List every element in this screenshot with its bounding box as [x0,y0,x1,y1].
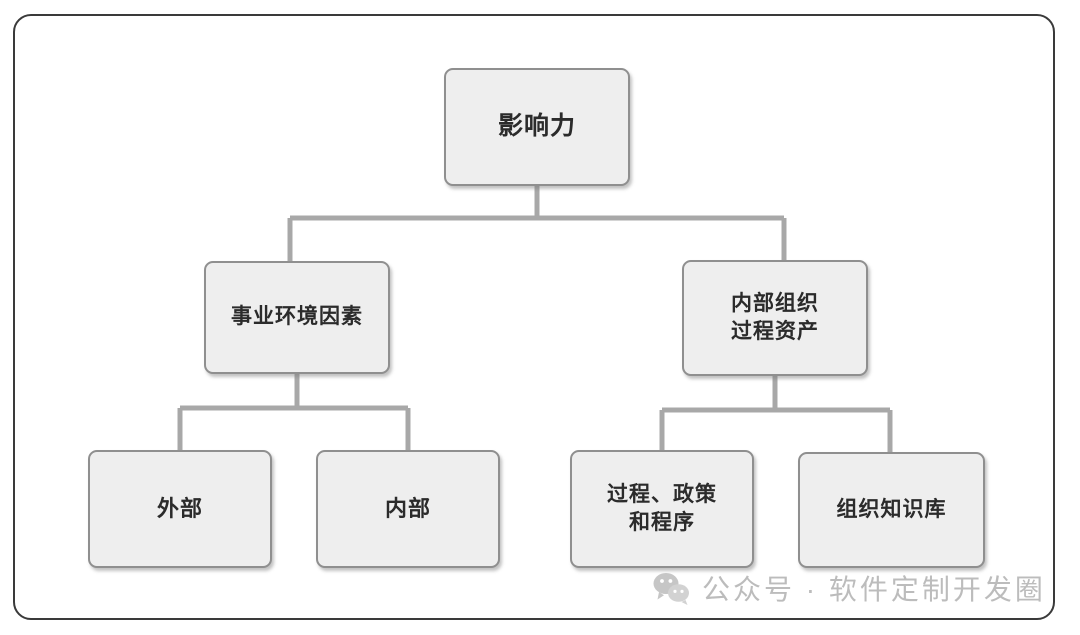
wechat-icon [653,573,689,605]
node-organizational-knowledge-base[interactable]: 组织知识库 [798,452,985,568]
node-organizational-process-assets[interactable]: 内部组织 过程资产 [682,260,868,376]
node-internal-label: 内部 [384,496,431,522]
watermark: 公众号 · 软件定制开发圈 [652,568,1046,608]
node-external[interactable]: 外部 [88,450,272,568]
node-enterprise-environmental-factors-label: 事业环境因素 [231,305,363,329]
node-enterprise-environmental-factors[interactable]: 事业环境因素 [204,261,390,374]
node-processes-policies-procedures[interactable]: 过程、政策 和程序 [570,450,754,568]
node-internal[interactable]: 内部 [316,450,500,568]
watermark-text: 公众号 · 软件定制开发圈 [702,574,1046,605]
node-external-label: 外部 [156,496,203,522]
node-processes-policies-procedures-label: 过程、政策 和程序 [607,482,717,534]
node-influence-label: 影响力 [497,112,576,141]
node-organizational-process-assets-label: 内部组织 过程资产 [731,291,819,343]
node-organizational-knowledge-base-label: 组织知识库 [836,497,947,521]
node-influence[interactable]: 影响力 [444,68,630,186]
